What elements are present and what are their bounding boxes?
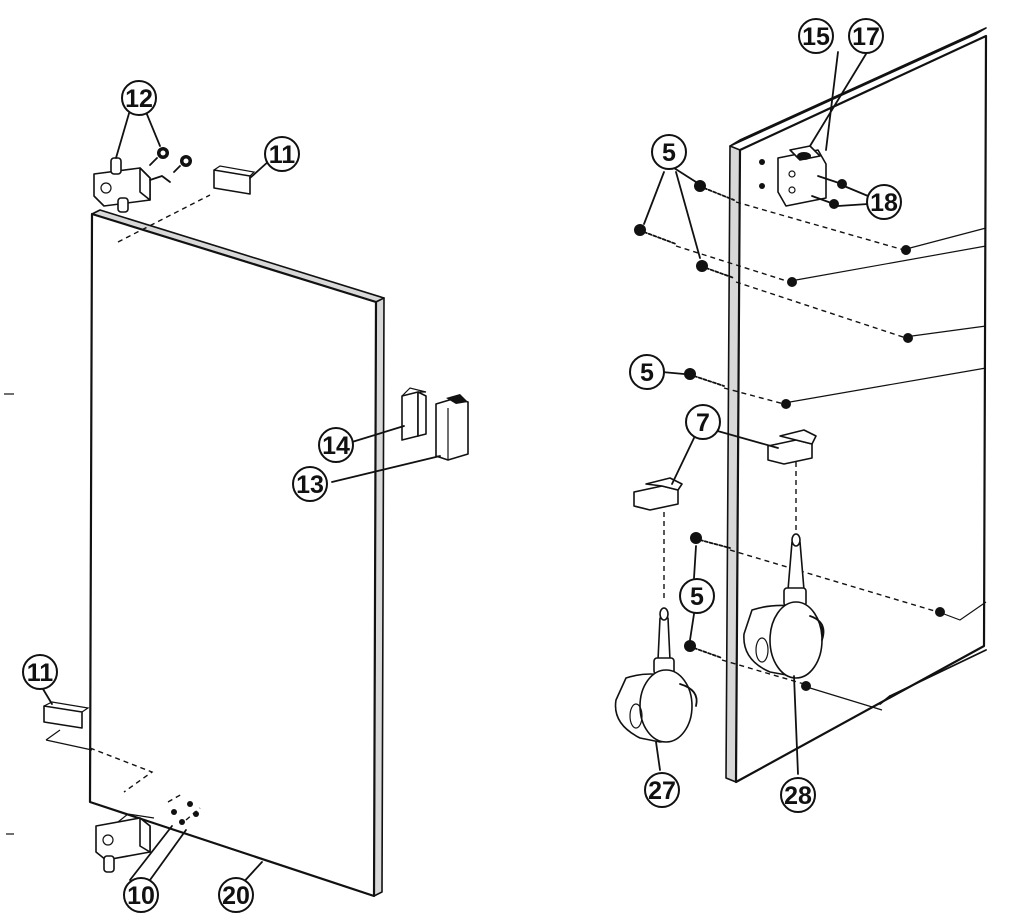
top-hinge-bracket (93, 157, 171, 213)
screw-1 (694, 180, 735, 201)
svg-text:27: 27 (648, 777, 676, 805)
callout-12: 12 (121, 80, 157, 116)
callout-18: 18 (866, 184, 902, 220)
svg-text:17: 17 (852, 23, 880, 51)
socket-clip-left (633, 477, 683, 511)
callout-13: 13 (292, 466, 328, 502)
callout-20: 20 (218, 877, 254, 913)
svg-text:5: 5 (690, 583, 704, 611)
callout-10: 10 (123, 877, 159, 913)
magnet-catch (401, 387, 427, 441)
callout-7: 7 (685, 404, 721, 440)
screw-4 (684, 368, 725, 387)
top-hinge-screw-1 (149, 147, 169, 166)
screw-2 (634, 224, 677, 245)
svg-text:7: 7 (696, 409, 710, 437)
callout-27: 27 (644, 772, 680, 808)
socket-clip-right (767, 429, 817, 465)
top-pad (213, 165, 256, 195)
svg-text:5: 5 (640, 359, 654, 387)
callout-17: 17 (848, 18, 884, 54)
svg-text:28: 28 (784, 782, 812, 810)
svg-text:11: 11 (27, 659, 54, 687)
top-hinge-screw-2 (173, 155, 192, 173)
callout-5-low: 5 (679, 578, 715, 614)
callout-5-mid: 5 (629, 354, 665, 390)
bottom-hinge-bracket (95, 813, 155, 873)
callout-15: 15 (798, 18, 834, 54)
svg-text:14: 14 (322, 432, 350, 460)
callout-28: 28 (780, 777, 816, 813)
svg-text:12: 12 (125, 85, 153, 113)
callout-11-top: 11 (264, 136, 300, 172)
callout-11-bottom: 11 (22, 654, 58, 690)
caster-left (614, 512, 698, 743)
svg-text:5: 5 (662, 139, 676, 167)
svg-text:20: 20 (222, 882, 250, 910)
bottom-hinge-screws (167, 793, 201, 825)
callout-14: 14 (318, 427, 354, 463)
svg-text:15: 15 (802, 23, 830, 51)
screw-5 (690, 532, 731, 549)
corner-bracket (777, 145, 827, 207)
callout-5-top: 5 (651, 134, 687, 170)
left-door-assembly (39, 109, 469, 898)
door-panel (88, 209, 385, 898)
strike-plate (435, 394, 469, 461)
svg-text:18: 18 (870, 189, 898, 217)
svg-text:11: 11 (269, 141, 296, 169)
right-side-assembly (614, 27, 988, 784)
screw-6 (684, 640, 723, 659)
svg-text:10: 10 (127, 882, 155, 910)
caster-right (743, 462, 825, 679)
svg-text:13: 13 (296, 471, 324, 499)
bottom-pad (43, 701, 90, 729)
screw-3 (696, 260, 735, 279)
